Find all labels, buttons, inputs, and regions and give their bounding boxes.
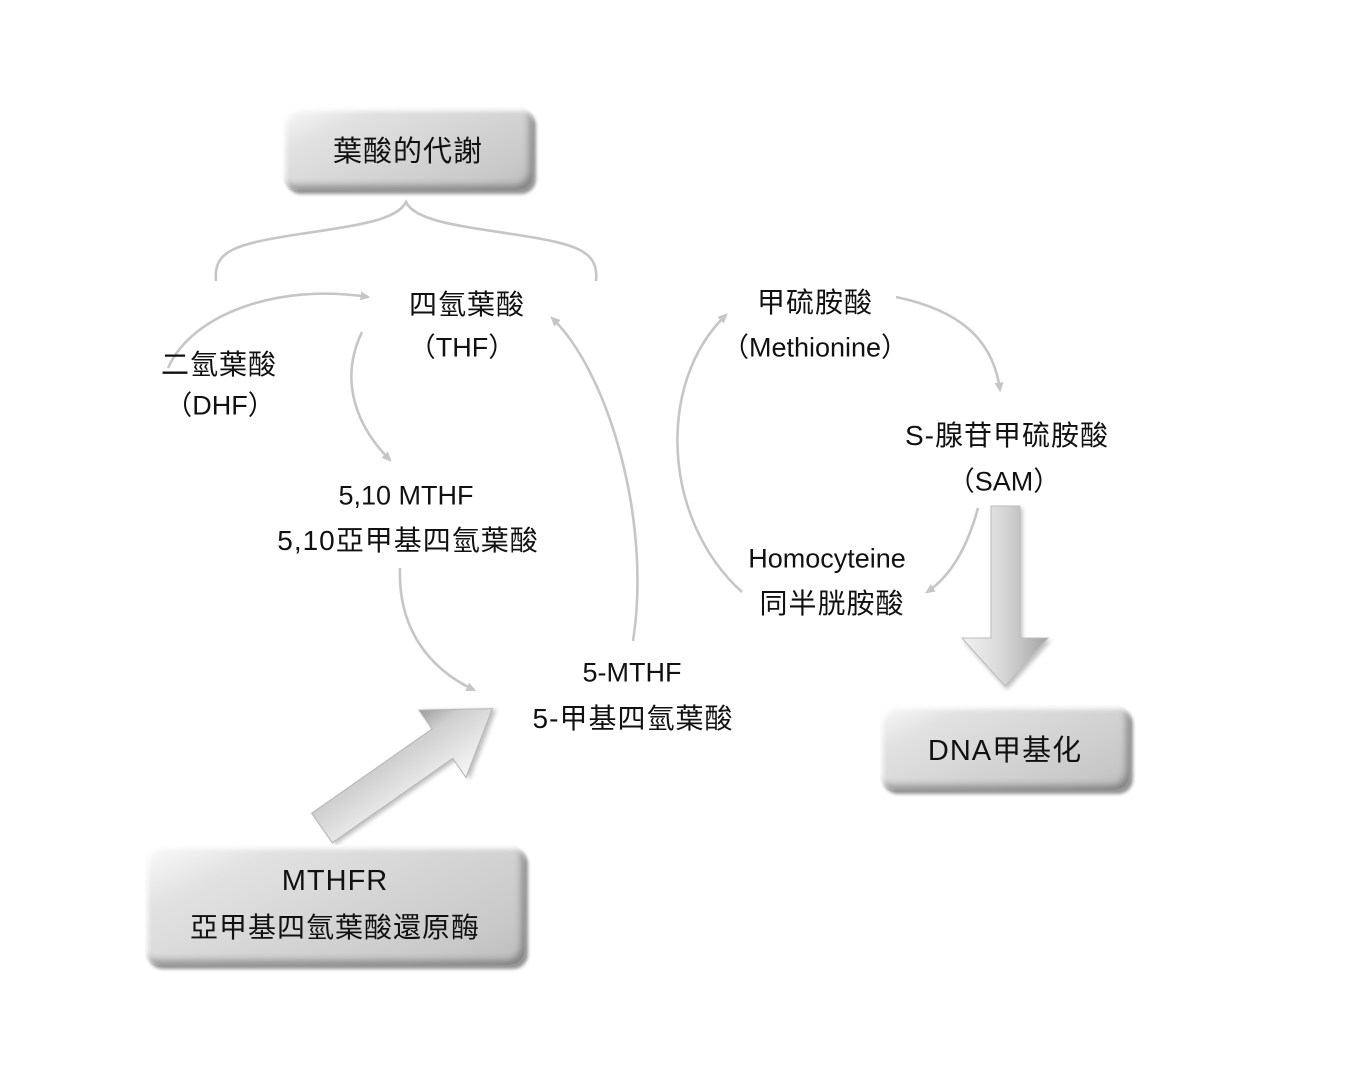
mthfr-name: 亞甲基四氫葉酸還原酶 (189, 911, 480, 943)
arrow-5mthf-to-thf (550, 316, 639, 642)
node-sam-abbr: （SAM） (947, 466, 1061, 497)
mthfr-box: MTHFR 亞甲基四氫葉酸還原酶 (145, 845, 525, 965)
node-homocysteine-name: 同半胱胺酸 (759, 588, 905, 619)
dna-methylation-label: DNA甲基化 (927, 734, 1083, 767)
arrow-dhf-to-thf (166, 291, 371, 369)
node-thf-abbr: （THF） (408, 332, 516, 363)
block-arrow-mthfr-to-5mthf (310, 708, 494, 844)
arrow-thf-to-510mthf (350, 331, 392, 462)
title-box: 葉酸的代謝 (283, 107, 533, 190)
node-dhf-abbr: （DHF） (165, 390, 275, 421)
node-sam-name: S-腺苷甲硫胺酸 (904, 420, 1110, 451)
arrow-sam-to-homocysteine (924, 507, 980, 594)
node-methionine-abbr: （Methionine） (721, 332, 909, 363)
block-arrow-sam-to-dna (960, 505, 1050, 687)
node-thf-name: 四氫葉酸 (408, 289, 526, 320)
node-homocysteine-en: Homocyteine (748, 543, 906, 574)
title-brace (214, 199, 598, 282)
arrow-homocysteine-to-methionine (676, 313, 743, 593)
node-methionine-name: 甲硫胺酸 (756, 287, 874, 318)
mthfr-abbr: MTHFR (281, 864, 389, 897)
arrow-methionine-to-sam (895, 295, 1004, 393)
node-5mthf-name: 5-甲基四氫葉酸 (532, 703, 734, 734)
node-5mthf-abbr: 5-MTHF (582, 657, 682, 688)
node-510mthf-name: 5,10亞甲基四氫葉酸 (277, 525, 539, 556)
node-dhf-name: 二氫葉酸 (160, 349, 278, 380)
diagram-title: 葉酸的代謝 (332, 135, 483, 168)
dna-methylation-box: DNA甲基化 (880, 705, 1130, 790)
node-510mthf-abbr: 5,10 MTHF (338, 480, 474, 511)
arrow-510mthf-to-5mthf (398, 567, 477, 692)
